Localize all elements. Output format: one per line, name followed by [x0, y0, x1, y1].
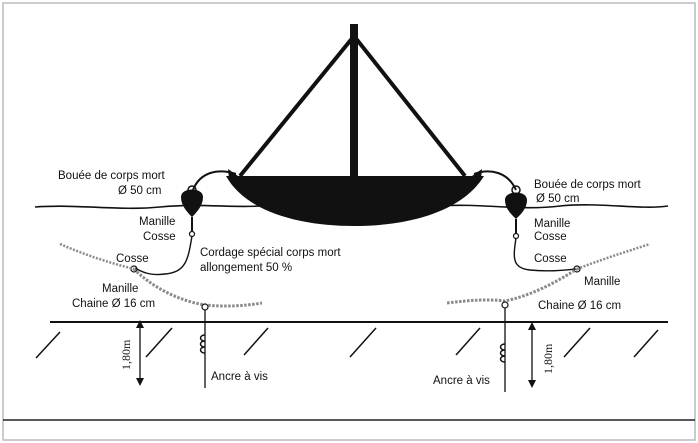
right-buoy	[505, 192, 527, 219]
seabed	[35, 321, 668, 359]
left-depth-arrow-top	[136, 320, 144, 328]
right-anchor-shackle	[501, 301, 509, 309]
right-chain-upper	[576, 242, 651, 271]
right-depth-arrow-top	[528, 322, 536, 330]
left-anchor-screw-icon	[199, 334, 206, 354]
seabed-hatch	[633, 329, 659, 358]
left-buoy	[181, 189, 203, 217]
right-chain-label: Chaine Ø 16 cm	[538, 300, 621, 312]
left-chain-label: Chaine Ø 16 cm	[72, 298, 155, 310]
right-thimble-label: Cosse	[534, 231, 567, 243]
left-lower-shackle-label: Manille	[102, 283, 138, 295]
right-arrow-icon	[472, 169, 482, 179]
right-depth-label: 1,80m	[541, 343, 555, 374]
left-shackle-label: Manille	[139, 216, 175, 228]
right-shackle-label: Manille	[534, 218, 570, 230]
boat	[226, 24, 484, 226]
seabed-hatch	[563, 327, 591, 358]
left-mooring	[59, 169, 263, 388]
left-stay	[238, 34, 356, 178]
right-depth-arrow-bottom	[528, 380, 536, 388]
left-thimble-label: Cosse	[143, 231, 176, 243]
left-chain-upper	[59, 242, 135, 271]
right-mooring	[446, 169, 651, 392]
left-buoy-diameter-label: Ø 50 cm	[118, 185, 161, 197]
left-depth-arrow-bottom	[136, 378, 144, 386]
right-rope	[513, 237, 577, 272]
right-thimble	[512, 232, 520, 240]
right-anchor-screw-icon	[499, 343, 506, 363]
seabed-hatch	[349, 327, 377, 358]
right-buoy-label: Bouée de corps mort	[534, 179, 642, 191]
left-depth-label: 1,80m	[119, 339, 133, 370]
left-thimble	[188, 230, 196, 238]
seabed-hatch	[455, 327, 481, 356]
right-stay	[352, 34, 467, 178]
left-anchor-shackle	[201, 303, 209, 311]
seabed-hatch	[243, 327, 269, 356]
left-anchor-label: Ancre à vis	[211, 371, 268, 383]
left-rope-label-line1: Cordage spécial corps mort	[200, 247, 341, 259]
right-chain	[446, 267, 578, 305]
seabed-hatch	[145, 327, 173, 358]
left-rope-label-line2: allongement 50 %	[200, 262, 292, 274]
right-buoy-diameter-label: Ø 50 cm	[536, 193, 579, 205]
right-lower-thimble	[573, 265, 581, 273]
seabed-hatch	[35, 331, 61, 359]
right-anchor-label: Ancre à vis	[433, 375, 490, 387]
right-lower-shackle-label: Manille	[584, 276, 620, 288]
right-lower-thimble-label: Cosse	[534, 253, 567, 265]
hull	[226, 176, 484, 226]
left-rope	[134, 235, 193, 276]
left-buoy-label: Bouée de corps mort	[58, 170, 166, 182]
left-arrow-icon	[228, 169, 238, 179]
left-lower-thimble-label: Cosse	[116, 253, 149, 265]
